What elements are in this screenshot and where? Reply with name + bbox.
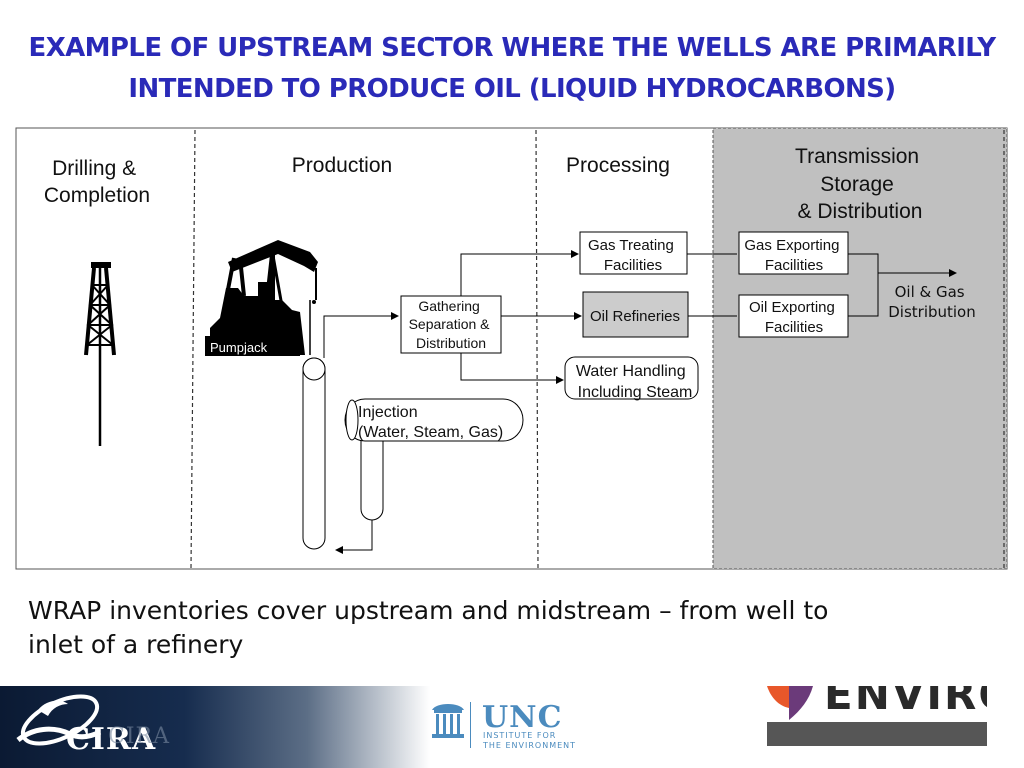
environ-logo: ENVIRON <box>767 686 987 746</box>
environ-logo-bar <box>767 722 987 746</box>
gathering-box <box>400 295 502 354</box>
unc-divider <box>470 702 471 748</box>
slide-caption: WRAP inventories cover upstream and mids… <box>28 594 1008 662</box>
stage-divider-1 <box>190 129 196 569</box>
oil-refineries-label: Oil Refineries <box>590 308 680 325</box>
caption-line-1: WRAP inventories cover upstream and mids… <box>28 596 829 625</box>
well-bore <box>302 357 326 550</box>
well-bore-top <box>302 357 326 381</box>
slide-title-line-1: EXAMPLE OF UPSTREAM SECTOR WHERE THE WEL… <box>28 33 997 63</box>
footer-logo-bar: CIRA CIRA UNC INSTITUTE FOR THE ENVIRONM… <box>0 686 1024 768</box>
environ-logo-mark <box>767 686 813 720</box>
oil-refineries-box <box>582 291 689 338</box>
water-handling-label: Water Handling Including Steam <box>576 363 692 401</box>
unc-logo <box>432 704 464 738</box>
slide-title: EXAMPLE OF UPSTREAM SECTOR WHERE THE WEL… <box>0 28 1024 110</box>
stage-processing: Processing <box>566 154 670 177</box>
caption-line-2: inlet of a refinery <box>28 630 244 659</box>
flow-connectors <box>323 250 957 554</box>
gas-exporting-label: Gas Exporting Facilities <box>744 237 843 274</box>
slide-title-line-2: INTENDED TO PRODUCE OIL (LIQUID HYDROCAR… <box>128 74 896 104</box>
oil-exporting-box <box>738 294 849 338</box>
stage-production: Production <box>292 154 392 177</box>
cira-logo-text: CIRA <box>66 722 157 757</box>
injection-tube-cap <box>345 399 359 441</box>
pumpjack-label: Pumpjack <box>210 340 268 355</box>
cira-logo <box>16 694 102 746</box>
oil-gas-distribution-label: Oil & Gas Distribution <box>888 283 976 321</box>
stage-divider-2 <box>535 129 539 569</box>
stage-drilling-completion: Drilling & Completion <box>44 157 150 207</box>
transmission-region <box>712 127 1008 570</box>
cira-logo-watermark: CIRA <box>108 724 170 749</box>
stage-transmission: Transmission Storage & Distribution <box>795 145 925 223</box>
pumpjack-icon: Pumpjack <box>205 240 318 356</box>
drilling-rig-icon <box>84 262 116 446</box>
gas-treating-label: Gas Treating Facilities <box>588 237 678 274</box>
injection-tube <box>344 398 524 442</box>
unc-logo-name: UNC <box>482 700 563 735</box>
unc-logo-subtitle: INSTITUTE FOR THE ENVIRONMENT <box>483 731 577 750</box>
gas-treating-box <box>579 231 688 275</box>
gathering-label: Gathering Separation & Distribution <box>409 298 494 351</box>
environ-logo-text: ENVIRON <box>824 686 987 719</box>
oil-exporting-label: Oil Exporting Facilities <box>749 299 839 336</box>
injection-label: Injection (Water, Steam, Gas) <box>358 404 503 441</box>
water-handling-box <box>564 356 699 400</box>
gas-exporting-box <box>738 231 849 275</box>
